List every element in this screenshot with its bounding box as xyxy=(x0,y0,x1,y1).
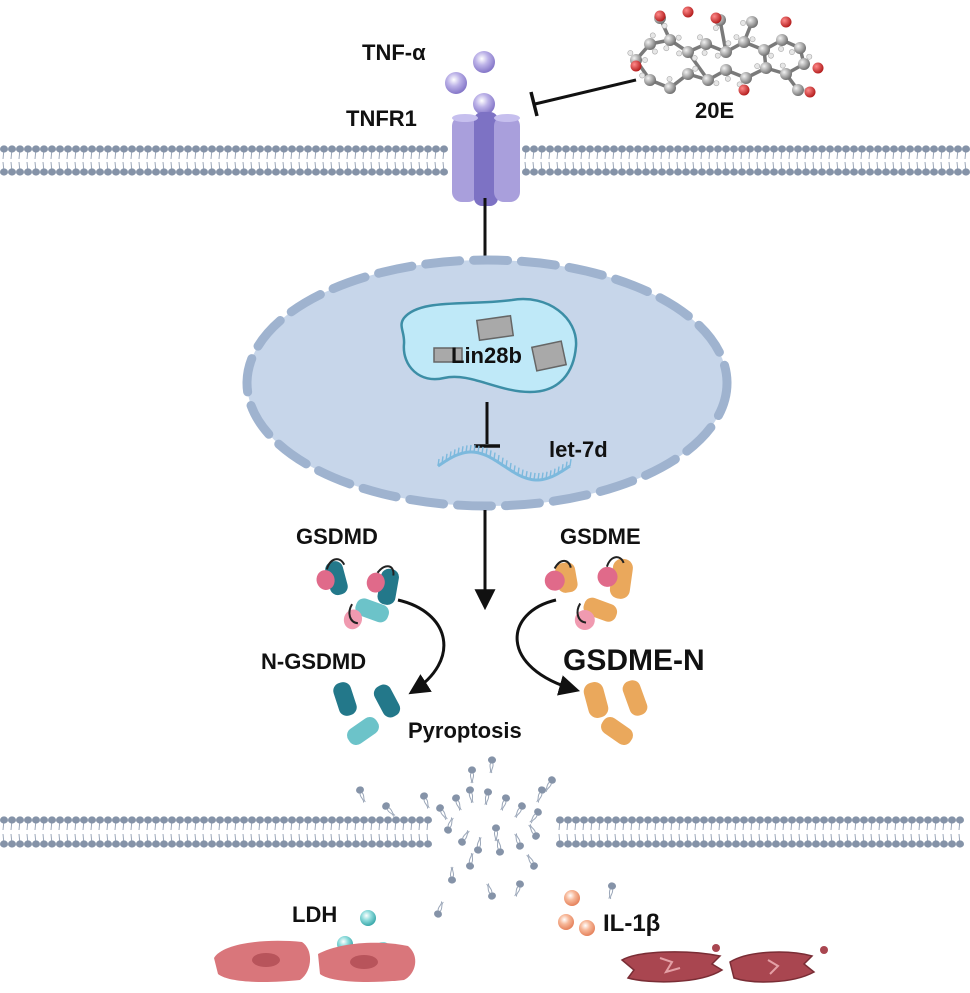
gsdme-full-length xyxy=(544,556,633,631)
tnf-alpha-ligands xyxy=(445,51,495,115)
healthy-cells xyxy=(214,940,416,982)
tnf-alpha-ligand xyxy=(473,93,495,115)
let7d-mirna xyxy=(437,444,572,482)
label-gsdmd: GSDMD xyxy=(296,524,378,549)
lin28b-protein xyxy=(400,297,578,394)
n-gsdmd-fragments xyxy=(333,682,401,745)
label-lin28b: Lin28b xyxy=(451,343,522,368)
gsdmd-full-length xyxy=(316,558,399,630)
tnf-alpha-ligand xyxy=(445,72,467,94)
label-pyroptosis: Pyroptosis xyxy=(408,718,522,743)
gsdme-n-fragments xyxy=(583,680,648,745)
ldh-molecule xyxy=(360,910,376,926)
plasma-membrane-top xyxy=(0,145,970,176)
label-gsdme: GSDME xyxy=(560,524,641,549)
label-tnfr1: TNFR1 xyxy=(346,106,417,131)
label-n-gsdmd: N-GSDMD xyxy=(261,649,367,674)
tnf-alpha-ligand xyxy=(473,51,495,73)
label-let7d: let-7d xyxy=(549,437,608,462)
il1b-molecule xyxy=(579,920,595,936)
label-tnf-alpha: TNF-α xyxy=(362,40,426,65)
label-gsdme-n: GSDME-N xyxy=(563,644,705,677)
arrow-gsdmd-cleavage xyxy=(397,598,446,695)
ruptured-plasma-membrane xyxy=(0,756,964,918)
label-il1b: IL-1β xyxy=(603,910,661,937)
il1b-molecule xyxy=(558,914,574,930)
arrow-gsdme-cleavage xyxy=(515,598,581,696)
il1b-molecules xyxy=(558,890,595,936)
label-20e: 20E xyxy=(695,98,735,123)
20e-molecule xyxy=(627,6,824,98)
label-ldh: LDH xyxy=(292,902,338,927)
tnfr1-receptor xyxy=(452,112,520,206)
il1b-molecule xyxy=(564,890,580,906)
inhibition-20e-to-tnfr1 xyxy=(529,78,637,117)
pyroptotic-cells xyxy=(620,944,828,983)
